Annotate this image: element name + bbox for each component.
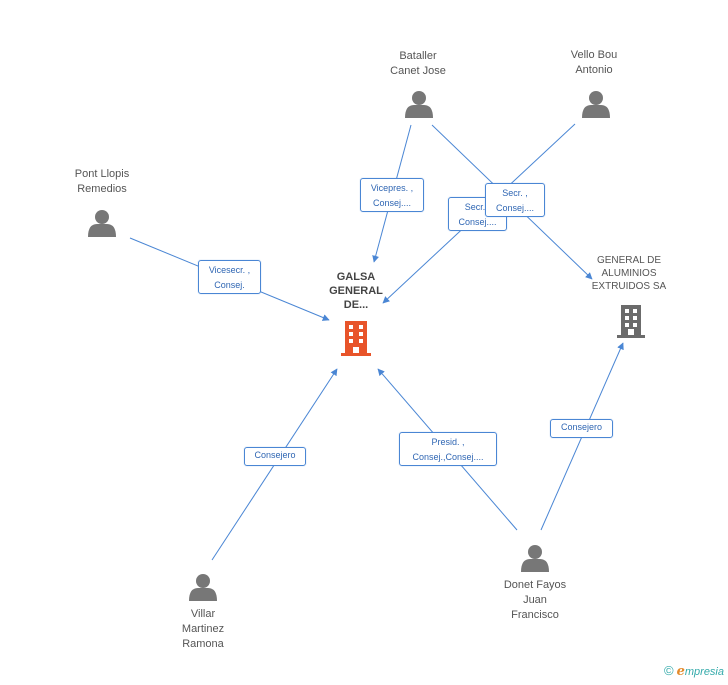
person-icon-donet[interactable]: [521, 545, 549, 572]
person-icon-villar[interactable]: [189, 574, 217, 601]
person-label-pont[interactable]: Pont Llopis Remedios: [74, 168, 130, 195]
person-icon-pont[interactable]: [88, 210, 116, 237]
person-label-donet[interactable]: Donet Fayos Juan Francisco: [503, 579, 567, 621]
company2-label[interactable]: GENERAL DE ALUMINIOS EXTRUIDOS SA: [591, 255, 667, 292]
person-label-bataller[interactable]: Bataller Canet Jose: [390, 50, 446, 77]
copyright-icon: ©: [663, 663, 674, 678]
brand-logo-e: e: [676, 664, 685, 679]
edge-label-vello-main[interactable]: Secr. , Consej....: [485, 183, 545, 217]
footer-brand: © empresia: [664, 663, 724, 679]
edge-label-villar-main[interactable]: Consejero: [244, 447, 306, 466]
main-company-label[interactable]: GALSA GENERAL DE...: [329, 271, 383, 311]
person-label-vello[interactable]: Vello Bou Antonio: [570, 49, 618, 76]
person-icon-bataller[interactable]: [405, 91, 433, 118]
edge-label-donet-company2[interactable]: Consejero: [550, 419, 613, 438]
brand-name: mpresia: [684, 666, 724, 678]
company-building-icon[interactable]: [617, 305, 645, 338]
person-label-villar[interactable]: Villar Martinez Ramona: [181, 608, 225, 650]
edge-label-pont-main[interactable]: Vicesecr. , Consej.: [198, 260, 261, 294]
edge-label-donet-main[interactable]: Presid. , Consej.,Consej....: [399, 432, 497, 466]
main-company-building-icon[interactable]: [341, 321, 371, 356]
person-icon-vello[interactable]: [582, 91, 610, 118]
edge-label-bataller-main[interactable]: Vicepres. , Consej....: [360, 178, 424, 212]
